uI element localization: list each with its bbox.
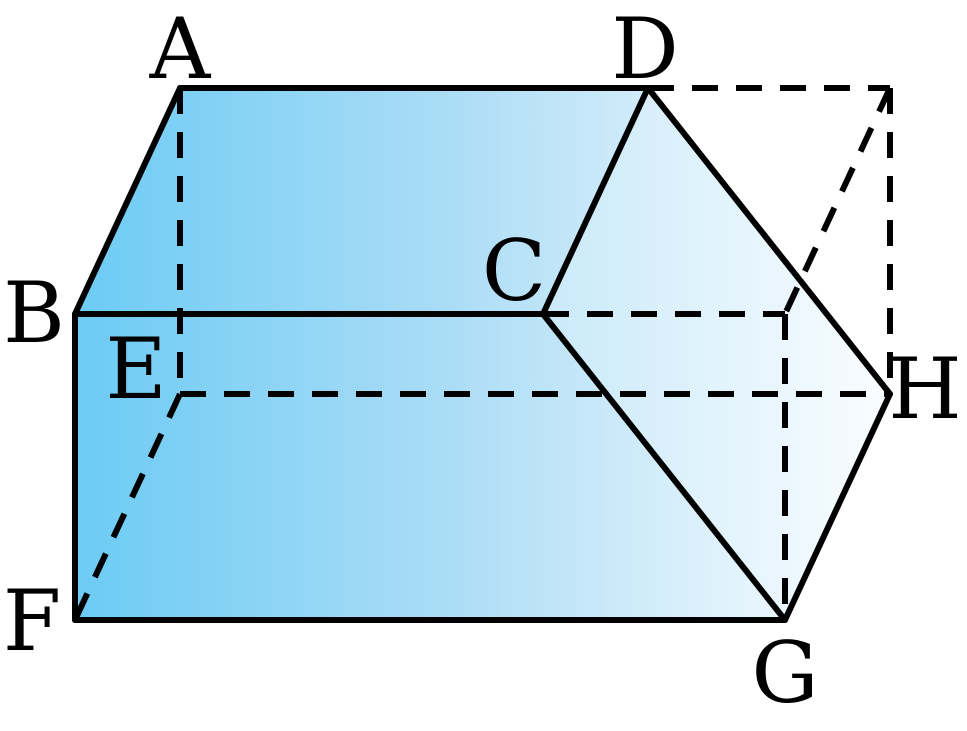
edge-DH <box>645 85 893 397</box>
vertex-label-h: H <box>888 340 961 438</box>
vertex-label-g: G <box>751 624 818 722</box>
vertex-label-b: B <box>3 264 65 362</box>
edge-HG <box>782 391 893 623</box>
vertex-label-a: A <box>149 0 212 98</box>
edge-AB <box>72 85 183 317</box>
vertex-label-c: C <box>482 222 546 320</box>
face-top-ABCD <box>75 88 648 314</box>
vertex-label-d: D <box>611 0 678 98</box>
vertex-label-f: F <box>3 572 61 670</box>
edge-CG <box>540 311 788 623</box>
vertex-label-e: E <box>105 320 166 418</box>
face-front-BCGF <box>75 314 785 620</box>
edge-DC <box>540 85 651 317</box>
face-right-DCGH <box>543 88 890 620</box>
